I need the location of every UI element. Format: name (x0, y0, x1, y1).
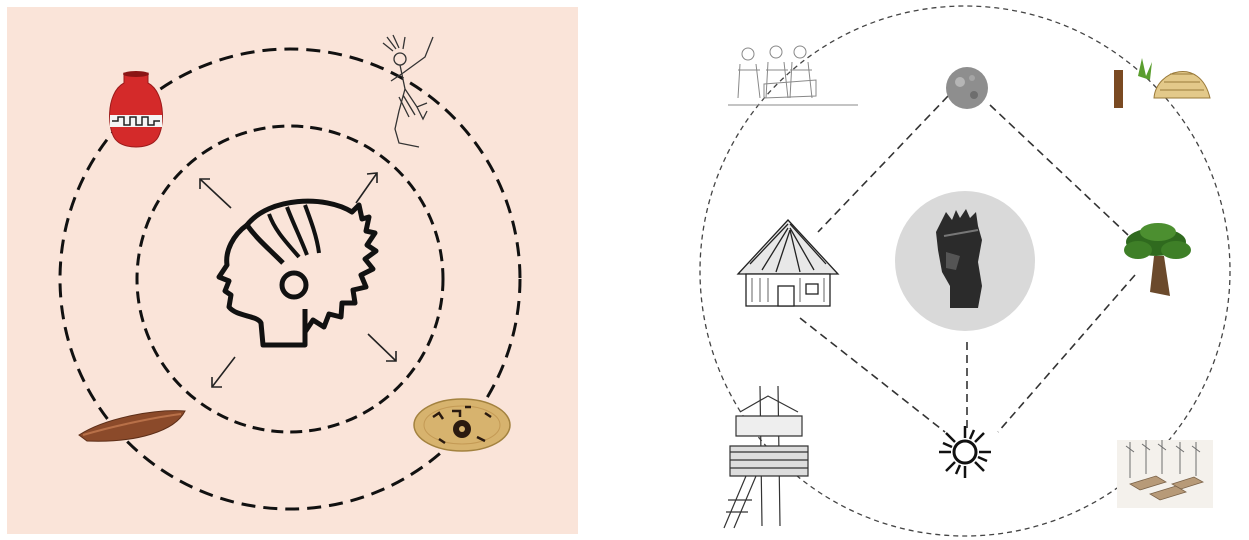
painted-basket-icon (414, 399, 510, 451)
workers-sketch-icon (728, 46, 858, 105)
right-diagram (680, 0, 1249, 540)
village-sketch-icon (1117, 440, 1213, 508)
hut-icon (738, 220, 838, 306)
right-diagram-svg (680, 0, 1249, 540)
tree-icon (1124, 223, 1191, 296)
plant-and-haystack-icon (1114, 58, 1210, 108)
watchtower-icon (724, 386, 808, 528)
left-diagram-svg (7, 7, 578, 534)
left-diagram (7, 7, 578, 534)
left-background (7, 7, 578, 534)
sun-icon (939, 426, 991, 478)
moon-icon (946, 67, 988, 109)
